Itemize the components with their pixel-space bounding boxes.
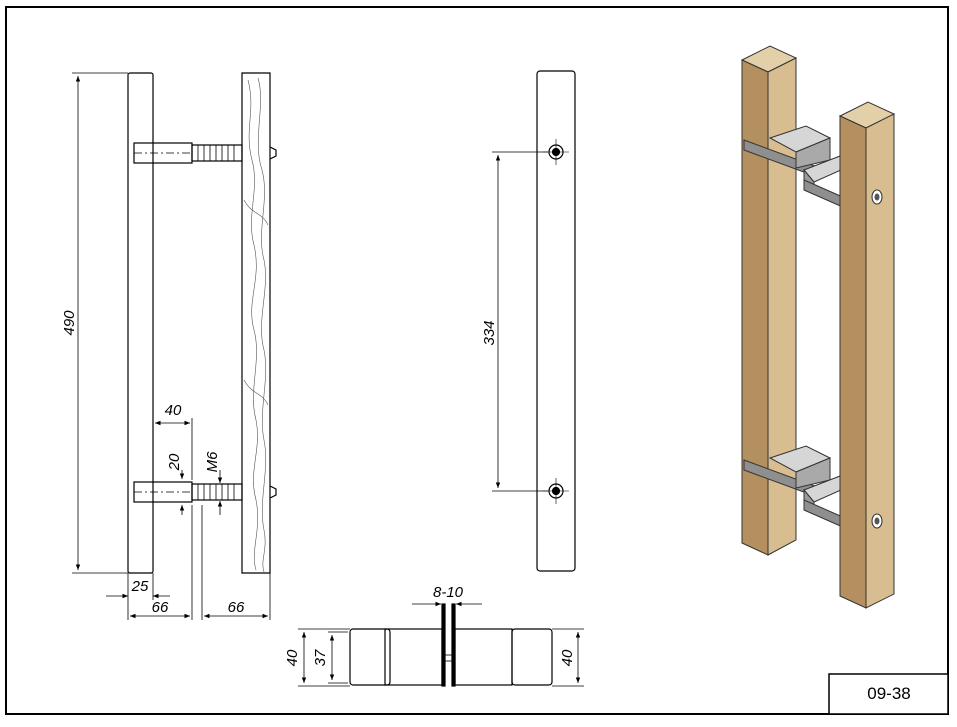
isometric-render (740, 45, 896, 609)
side-view-dimensions (72, 72, 271, 620)
section-left-base (384, 628, 443, 686)
sheet-border (5, 6, 949, 715)
wood-bar-right-front (865, 113, 895, 609)
dim-section-left-outer: 40 (284, 649, 301, 666)
dim-bar-width: 25 (131, 578, 149, 595)
section-view-dimensions (298, 601, 584, 687)
side-view (127, 72, 277, 574)
screw-bottom (191, 483, 243, 501)
wood-bar-left-front (767, 57, 797, 556)
dim-side-depth-left: 66 (152, 599, 169, 616)
screw-head-top (269, 146, 277, 160)
door-profile (241, 72, 271, 574)
dim-section-left-inner: 37 (312, 649, 329, 666)
mount-hole-bottom (543, 478, 569, 504)
dim-section-right: 40 (559, 649, 576, 666)
dim-hole-spacing: 334 (481, 320, 498, 345)
handle-bar-side (127, 72, 154, 574)
section-right-base (454, 628, 513, 686)
section-glass-left (441, 603, 446, 687)
dim-thread: M6 (204, 451, 221, 472)
dim-overall-length: 490 (61, 310, 78, 336)
wood-bar-right-side (839, 115, 867, 609)
section-view (349, 603, 553, 687)
dim-door-thickness: 8-10 (433, 584, 464, 601)
wood-bar-left-side (741, 59, 769, 556)
dim-side-depth-right: 66 (228, 599, 245, 616)
section-right-bar (511, 628, 553, 686)
wood-grain (243, 77, 269, 573)
drawing-code-box (828, 673, 949, 715)
front-view-dimensions (492, 151, 548, 492)
screw-top (191, 144, 243, 162)
section-left-bar (349, 628, 391, 686)
handle-bar-front (536, 70, 576, 572)
drawing-code: 09-38 (867, 684, 910, 703)
front-view (536, 70, 576, 572)
dim-standoff-diameter: 20 (166, 453, 183, 471)
dim-standoff: 40 (165, 402, 182, 419)
screw-head-bottom (269, 485, 277, 499)
